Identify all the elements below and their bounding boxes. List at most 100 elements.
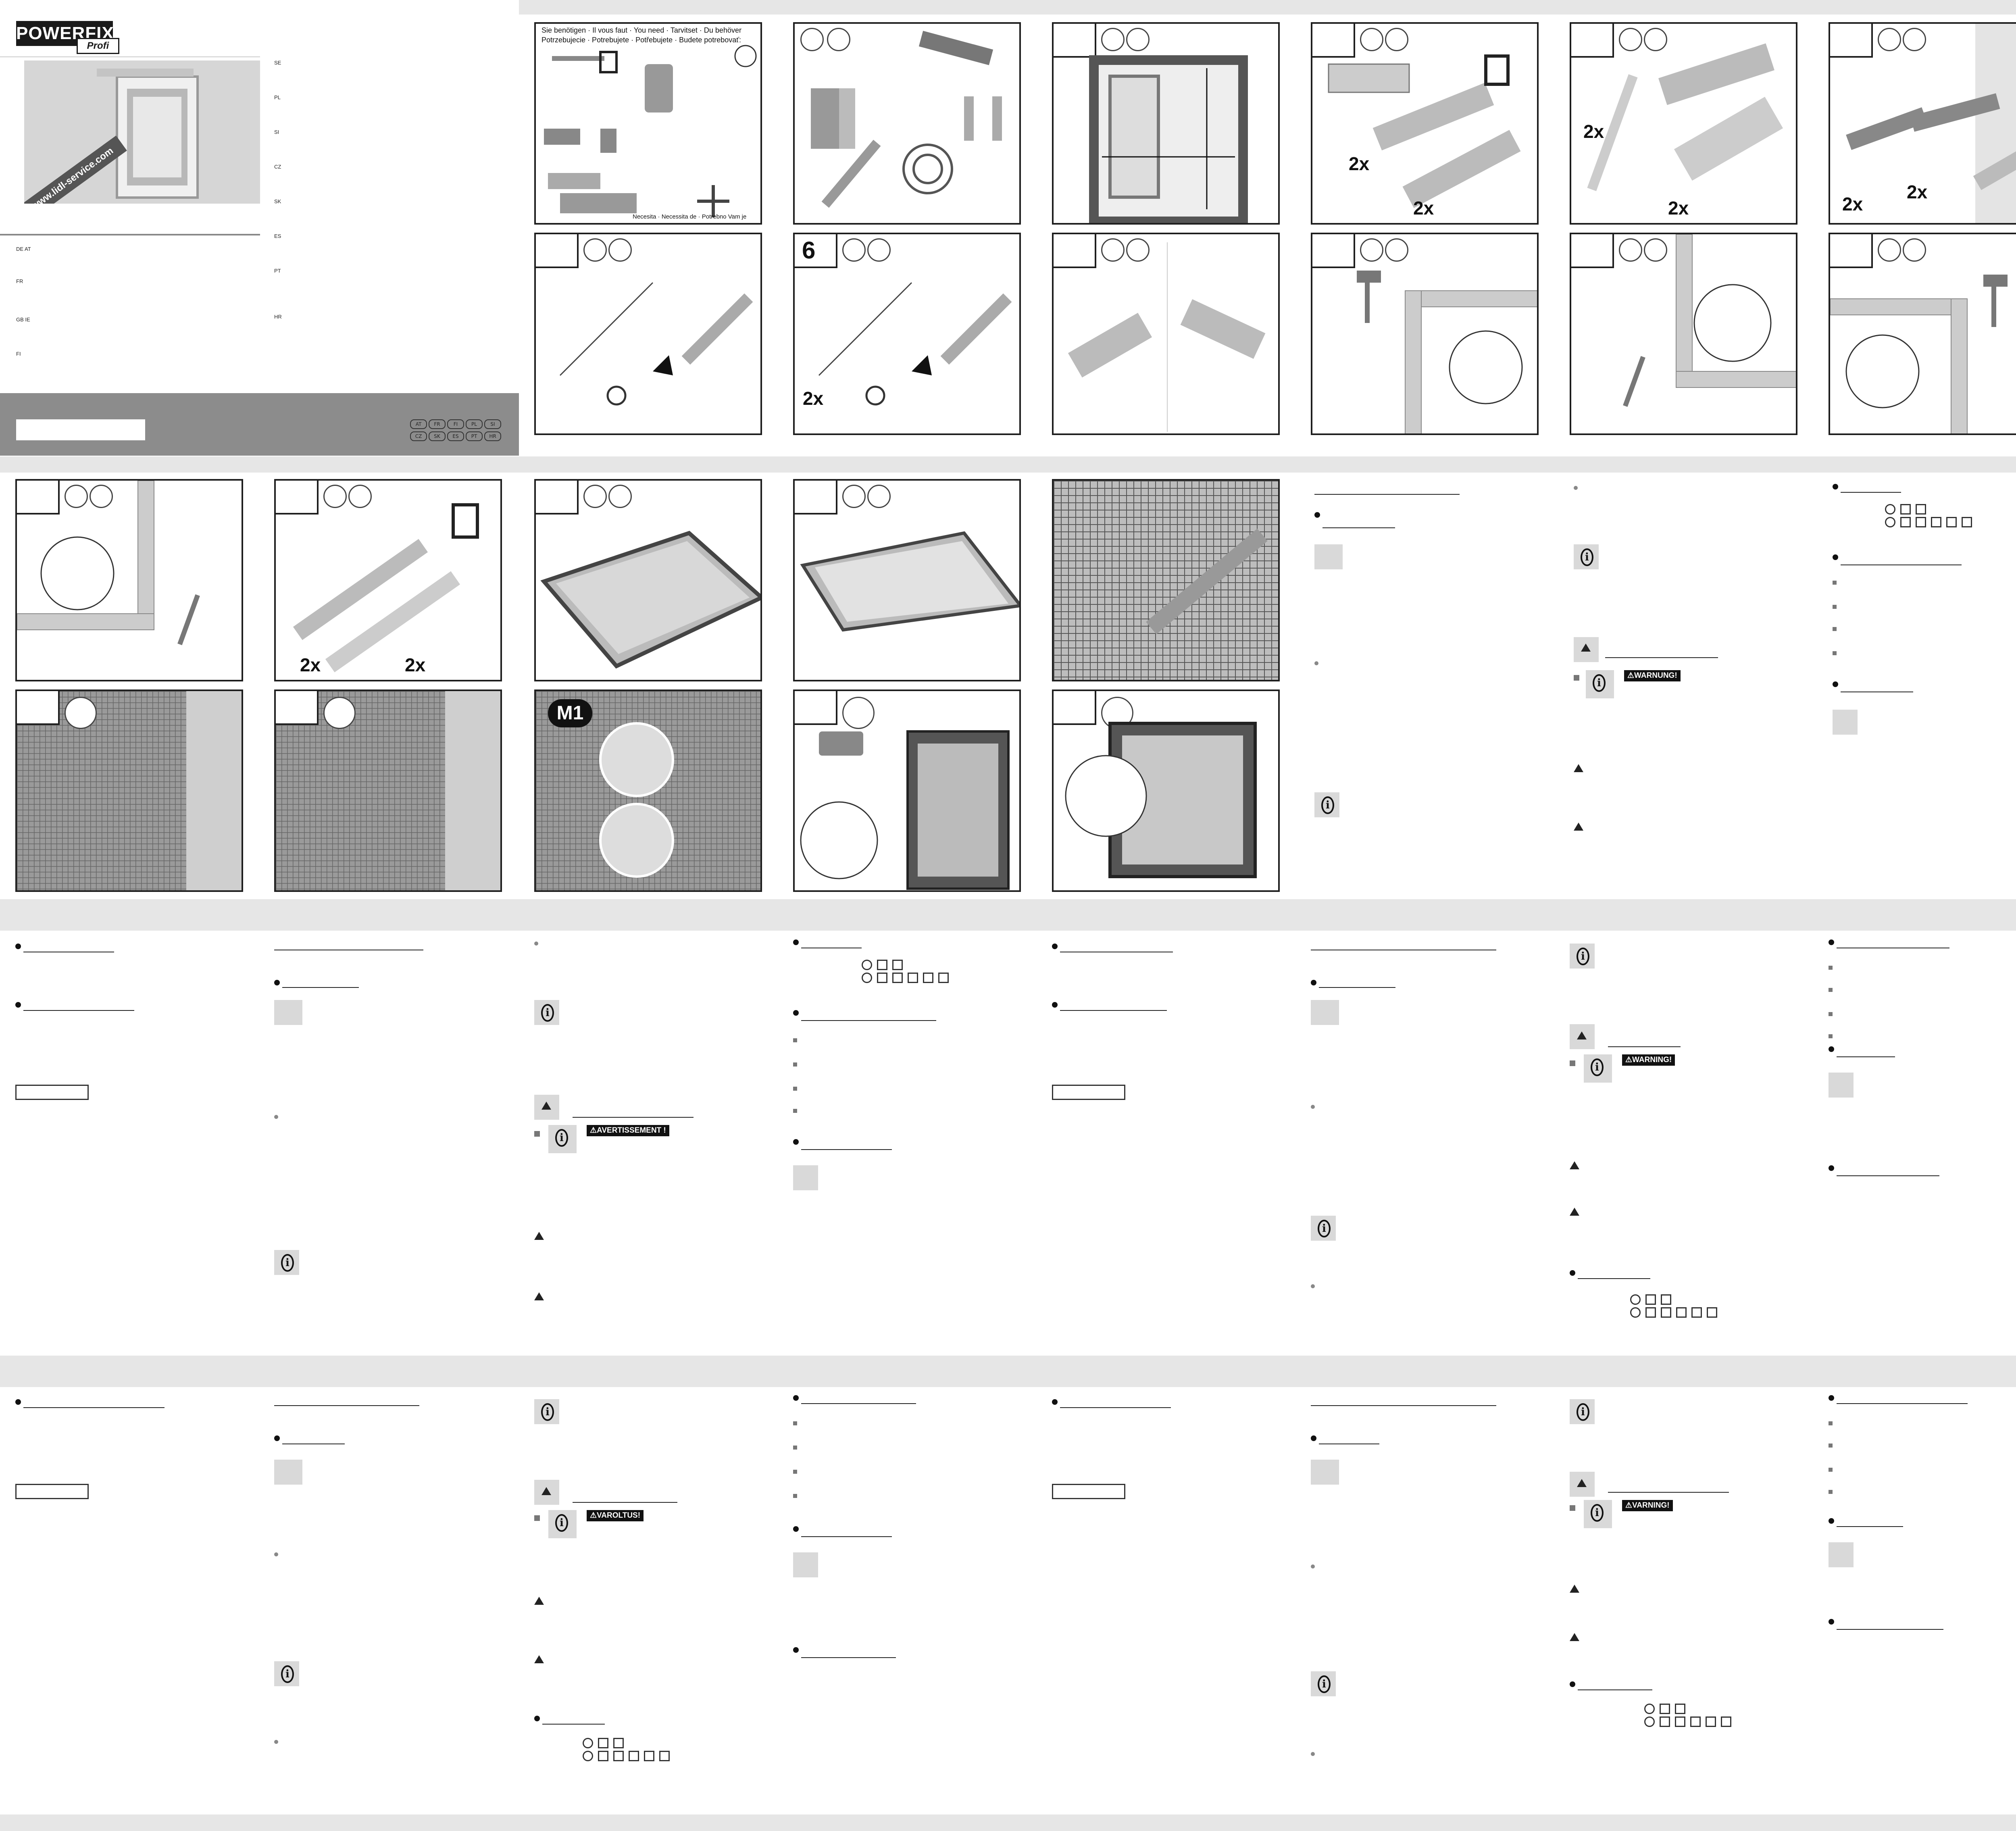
child-hazard-icon	[1586, 670, 1614, 698]
frame-assembly-illustration	[1623, 234, 1796, 407]
footer-white-bar	[16, 419, 145, 440]
step-panel-clamp: 2x 2x	[1829, 22, 2016, 225]
step-number-box	[795, 481, 837, 515]
step-circle	[1903, 238, 1926, 262]
mesh-closeup-illustration	[1054, 481, 1278, 680]
step-circle	[90, 485, 113, 508]
band-row-3	[0, 899, 2016, 931]
parts-panel	[793, 22, 1021, 225]
file-profile-illustration	[1587, 43, 1783, 192]
brand-sub-logo: Profi	[77, 38, 119, 54]
info-icon	[274, 1661, 299, 1686]
step-circle	[1126, 28, 1150, 51]
step-panel-corner-insert	[1052, 233, 1280, 435]
info-icon	[1570, 944, 1595, 969]
warning-label: VARNING!	[1622, 1500, 1673, 1511]
cover-page: POWERFIX Profi www.lidl-service.com DE A…	[0, 0, 519, 456]
top-band	[519, 0, 2016, 15]
tools-header-2: Potrzebujecie · Potrebujete · Potřebujet…	[541, 36, 741, 44]
quantity-label: 2x	[1668, 198, 1689, 219]
lang-item: FI	[16, 351, 21, 357]
drill-window-illustration	[800, 730, 1010, 890]
step-number-box	[17, 481, 60, 515]
step-panel-assemble-3	[1829, 233, 2016, 435]
tools-illustration	[544, 45, 757, 217]
cut-cord-illustration	[818, 282, 1012, 406]
saw-cut-illustration	[1328, 54, 1521, 208]
cut-cord-illustration	[559, 282, 753, 406]
step-circle	[842, 485, 866, 508]
adjust-frame-illustration	[1065, 722, 1257, 878]
step-number-box	[536, 234, 579, 268]
country-code: SI	[484, 419, 501, 429]
step-number-box	[1571, 234, 1614, 268]
warning-label: VAROLTUS!	[587, 1510, 644, 1521]
country-code: PT	[466, 431, 483, 441]
country-code: HR	[484, 431, 501, 441]
step-circle	[1878, 28, 1901, 51]
child-hazard-icon	[548, 1510, 577, 1538]
child-hazard-icon	[1584, 1054, 1612, 1083]
quantity-label: 2x	[1349, 153, 1370, 174]
manual-book-icon	[1314, 544, 1343, 569]
step-number-box	[1312, 234, 1355, 268]
window-measure-illustration	[1089, 55, 1248, 223]
step-number-box	[1054, 24, 1096, 58]
model-label: M1	[548, 699, 592, 727]
quantity-label: 2x	[1583, 121, 1604, 142]
quantity-label: 2x	[405, 654, 426, 675]
step-panel-drill	[793, 689, 1021, 892]
step-circle	[1385, 238, 1408, 262]
step-circle	[842, 238, 866, 262]
step-number-box	[1830, 24, 1873, 58]
step-panel-mesh-detail	[1052, 479, 1280, 681]
step-panel-6: 6 2x	[793, 233, 1021, 435]
step-panel-cut: 2x 2x	[1311, 22, 1539, 225]
tools-header: Sie benötigen · Il vous faut · You need …	[541, 26, 741, 34]
step-number-box	[536, 481, 579, 515]
step-circle	[608, 485, 632, 508]
tools-panel: Sie benötigen · Il vous faut · You need …	[534, 22, 762, 225]
corner-connector-illustration	[1068, 242, 1266, 432]
step-number-box	[17, 691, 60, 725]
step-circle	[583, 238, 607, 262]
step-number-box: 6	[795, 234, 837, 268]
lang-item: SE	[274, 60, 281, 66]
manual-book-icon	[274, 1460, 302, 1485]
warning-label: WARNUNG!	[1624, 670, 1681, 681]
step-circle	[1360, 28, 1383, 51]
lang-item: SI	[274, 129, 279, 135]
info-icon	[534, 1399, 559, 1424]
step-panel-saw-rails: 2x 2x	[274, 479, 502, 681]
step-circle	[65, 485, 88, 508]
step-number-box	[1054, 234, 1096, 268]
step-circle	[1101, 28, 1125, 51]
lang-item: PT	[274, 268, 281, 274]
step-number-box	[1571, 24, 1614, 58]
lang-item: CZ	[274, 164, 281, 170]
lang-item: HR	[274, 314, 282, 320]
step-circle	[827, 28, 850, 51]
country-code: FI	[447, 419, 464, 429]
cover-photo: www.lidl-service.com	[24, 60, 260, 204]
step-panel-measure	[1052, 22, 1280, 225]
step-number-box	[276, 481, 319, 515]
step-panel-assemble-4	[15, 479, 243, 681]
step-number-box	[1830, 234, 1873, 268]
step-circle	[608, 238, 632, 262]
country-code: ES	[447, 431, 464, 441]
step-circle	[842, 697, 875, 729]
step-circle	[1101, 238, 1125, 262]
manual-book-icon	[274, 1000, 302, 1025]
step-circle	[1644, 238, 1667, 262]
frame-assembly-illustration	[1830, 275, 2008, 433]
step-panel-assemble-1	[1311, 233, 1539, 435]
step-circle	[1878, 238, 1901, 262]
manual-book-icon	[1311, 1000, 1339, 1025]
country-code: PL	[466, 419, 483, 429]
country-code: CZ	[410, 431, 427, 441]
step-panel-mesh-press	[793, 479, 1021, 681]
step-circle	[1126, 238, 1150, 262]
recycle-icon	[793, 1165, 818, 1190]
